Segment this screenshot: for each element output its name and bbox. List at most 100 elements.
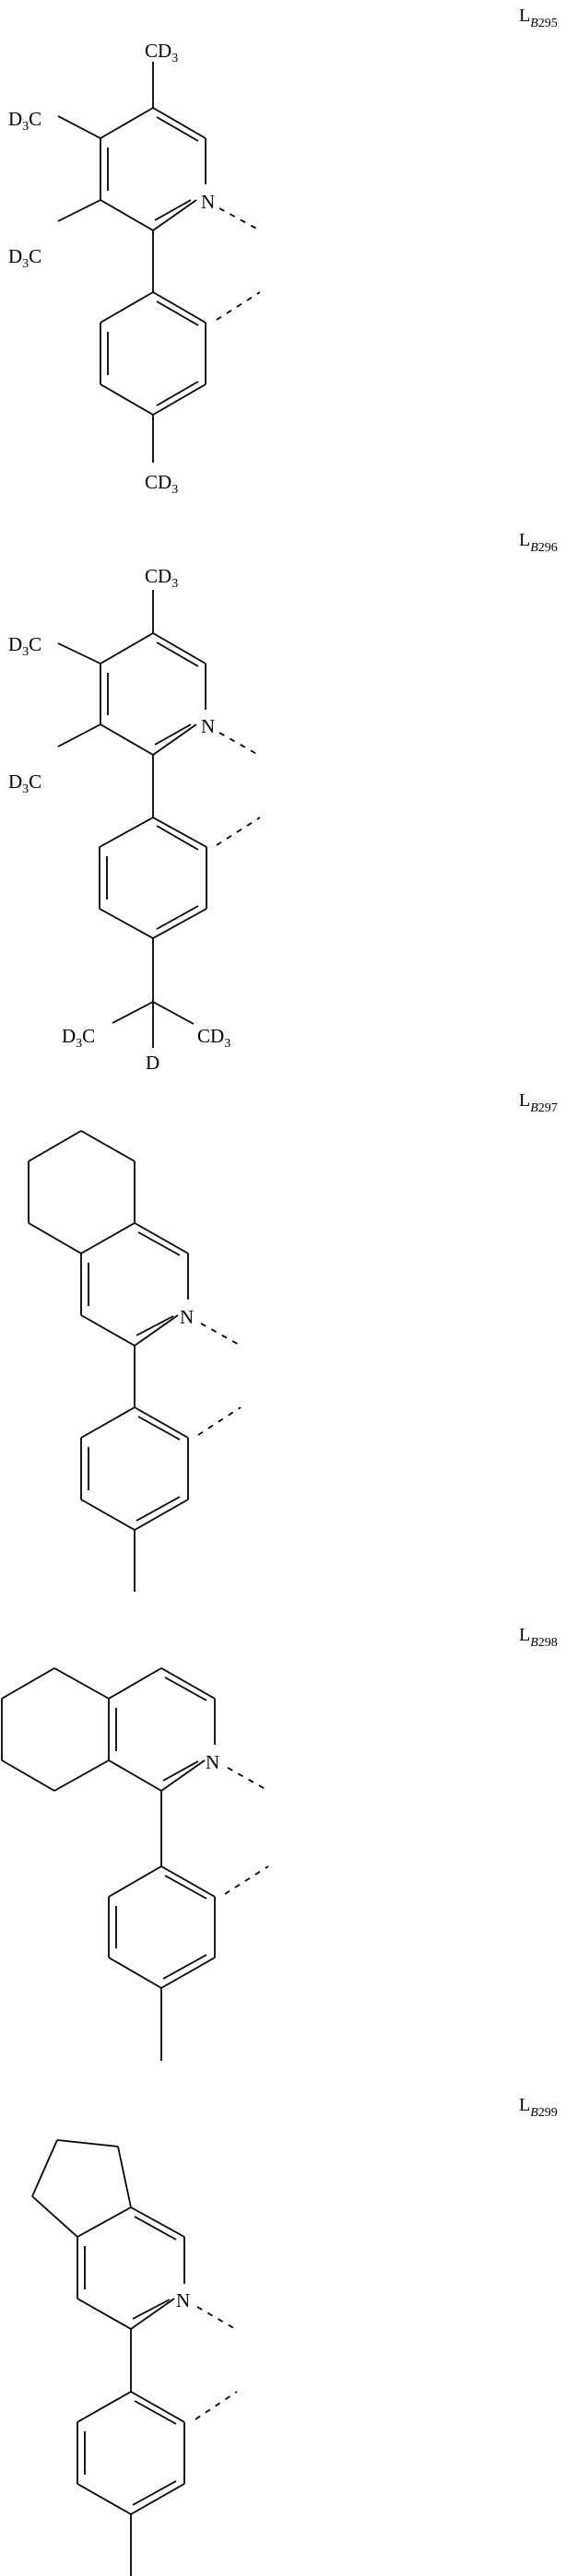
double-bond-line	[162, 1954, 207, 1980]
bond-line	[100, 199, 154, 231]
bond-line	[160, 1957, 216, 1989]
coordination-bond-dashed	[216, 291, 261, 321]
double-bond-line	[162, 1760, 199, 1782]
atom-label: D3C	[8, 245, 41, 271]
ligand-label: LB297	[519, 1090, 558, 1115]
atom-label: D3C	[62, 1025, 95, 1051]
ligand-label: LB299	[519, 2095, 558, 2120]
bond-line	[134, 1314, 179, 1347]
bond-line	[112, 1001, 154, 1024]
bond-line	[152, 291, 206, 323]
compound-LB297: N LB297	[28, 1090, 558, 1592]
double-bond-line	[137, 1231, 181, 1256]
bond-line	[134, 1406, 189, 1439]
atom-label: CD3	[145, 565, 178, 591]
bond-line	[108, 1759, 162, 1792]
bond-line	[100, 632, 154, 665]
bond-line	[152, 908, 207, 939]
bond-line	[77, 2206, 132, 2238]
double-bond-line	[132, 2299, 171, 2320]
bond-line	[130, 2298, 175, 2330]
compound-LB299: N LB299	[31, 2095, 558, 2576]
coordination-bond-dashed	[216, 817, 261, 846]
bond-line	[77, 2391, 132, 2423]
bond-line	[1, 1759, 55, 1792]
atom-label: D3C	[8, 108, 41, 134]
bond-line	[31, 2195, 78, 2238]
compound-LB298: N LB298	[1, 1625, 558, 2061]
bond-line	[134, 1499, 189, 1531]
double-bond-line	[136, 1315, 174, 1336]
bond-line	[28, 1130, 82, 1162]
double-bond-line	[154, 723, 192, 746]
coordination-bond-dashed	[196, 2306, 238, 2331]
bond-line	[130, 2483, 185, 2515]
bond-line	[80, 1499, 136, 1531]
double-bond-line	[156, 825, 199, 851]
double-bond-line	[137, 1416, 181, 1441]
bond-line	[57, 642, 101, 665]
bond-line	[152, 199, 197, 231]
bond-line	[80, 1406, 136, 1439]
double-bond-line	[164, 1875, 207, 1900]
coordination-bond-dashed	[197, 1406, 242, 1436]
bond-line	[53, 1667, 110, 1700]
atom-label: N	[176, 2289, 190, 2311]
ligand-label: LB298	[519, 1625, 558, 1650]
bond-line	[99, 817, 154, 848]
bond-line	[130, 2391, 185, 2423]
bond-line	[152, 723, 197, 756]
bond-line	[152, 107, 206, 139]
atom-label: D3C	[8, 633, 41, 659]
coordination-bond-dashed	[224, 1865, 269, 1895]
atom-label: N	[206, 1751, 219, 1773]
bond-line	[80, 1314, 136, 1347]
coordination-bond-dashed	[195, 2391, 238, 2420]
double-bond-line	[156, 300, 199, 326]
bond-line	[100, 291, 154, 323]
bond-line	[99, 908, 154, 939]
bond-line	[130, 2206, 185, 2238]
bond-line	[28, 1222, 82, 1254]
atom-label: D3C	[8, 770, 41, 796]
double-bond-line	[132, 2480, 177, 2506]
double-bond-line	[164, 1676, 207, 1701]
bond-line	[80, 1222, 136, 1254]
ligand-label: LB296	[519, 530, 558, 555]
bond-line	[160, 1865, 216, 1898]
bond-line	[100, 107, 154, 139]
coordination-bond-dashed	[218, 732, 261, 757]
double-bond-line	[134, 2400, 177, 2425]
bond-line	[160, 1667, 216, 1700]
bond-line	[134, 1222, 189, 1254]
bond-line	[108, 1957, 162, 1989]
coordination-bond-dashed	[218, 207, 261, 231]
atom-label: D	[146, 1052, 159, 1074]
bond-line	[152, 1001, 195, 1025]
bond-line	[77, 2298, 132, 2330]
bond-line	[57, 115, 101, 139]
bond-line	[1, 1667, 55, 1700]
bond-line	[56, 2139, 119, 2147]
coordination-bond-dashed	[227, 1767, 269, 1792]
bond-line	[100, 383, 154, 416]
double-bond-line	[156, 641, 199, 667]
atom-label: N	[180, 1306, 194, 1328]
double-bond-line	[136, 1496, 181, 1522]
bond-line	[80, 1130, 136, 1162]
coordination-bond-dashed	[200, 1323, 242, 1347]
bond-line	[152, 383, 206, 416]
atom-label: CD3	[145, 40, 178, 65]
double-bond-line	[156, 381, 199, 406]
bond-line	[117, 2146, 132, 2208]
bond-line	[152, 632, 206, 665]
bond-line	[100, 723, 154, 756]
bond-line	[152, 817, 207, 848]
atom-label: CD3	[145, 471, 178, 497]
bond-line	[57, 199, 101, 222]
bond-line	[160, 1759, 206, 1792]
bond-line	[53, 1759, 110, 1792]
